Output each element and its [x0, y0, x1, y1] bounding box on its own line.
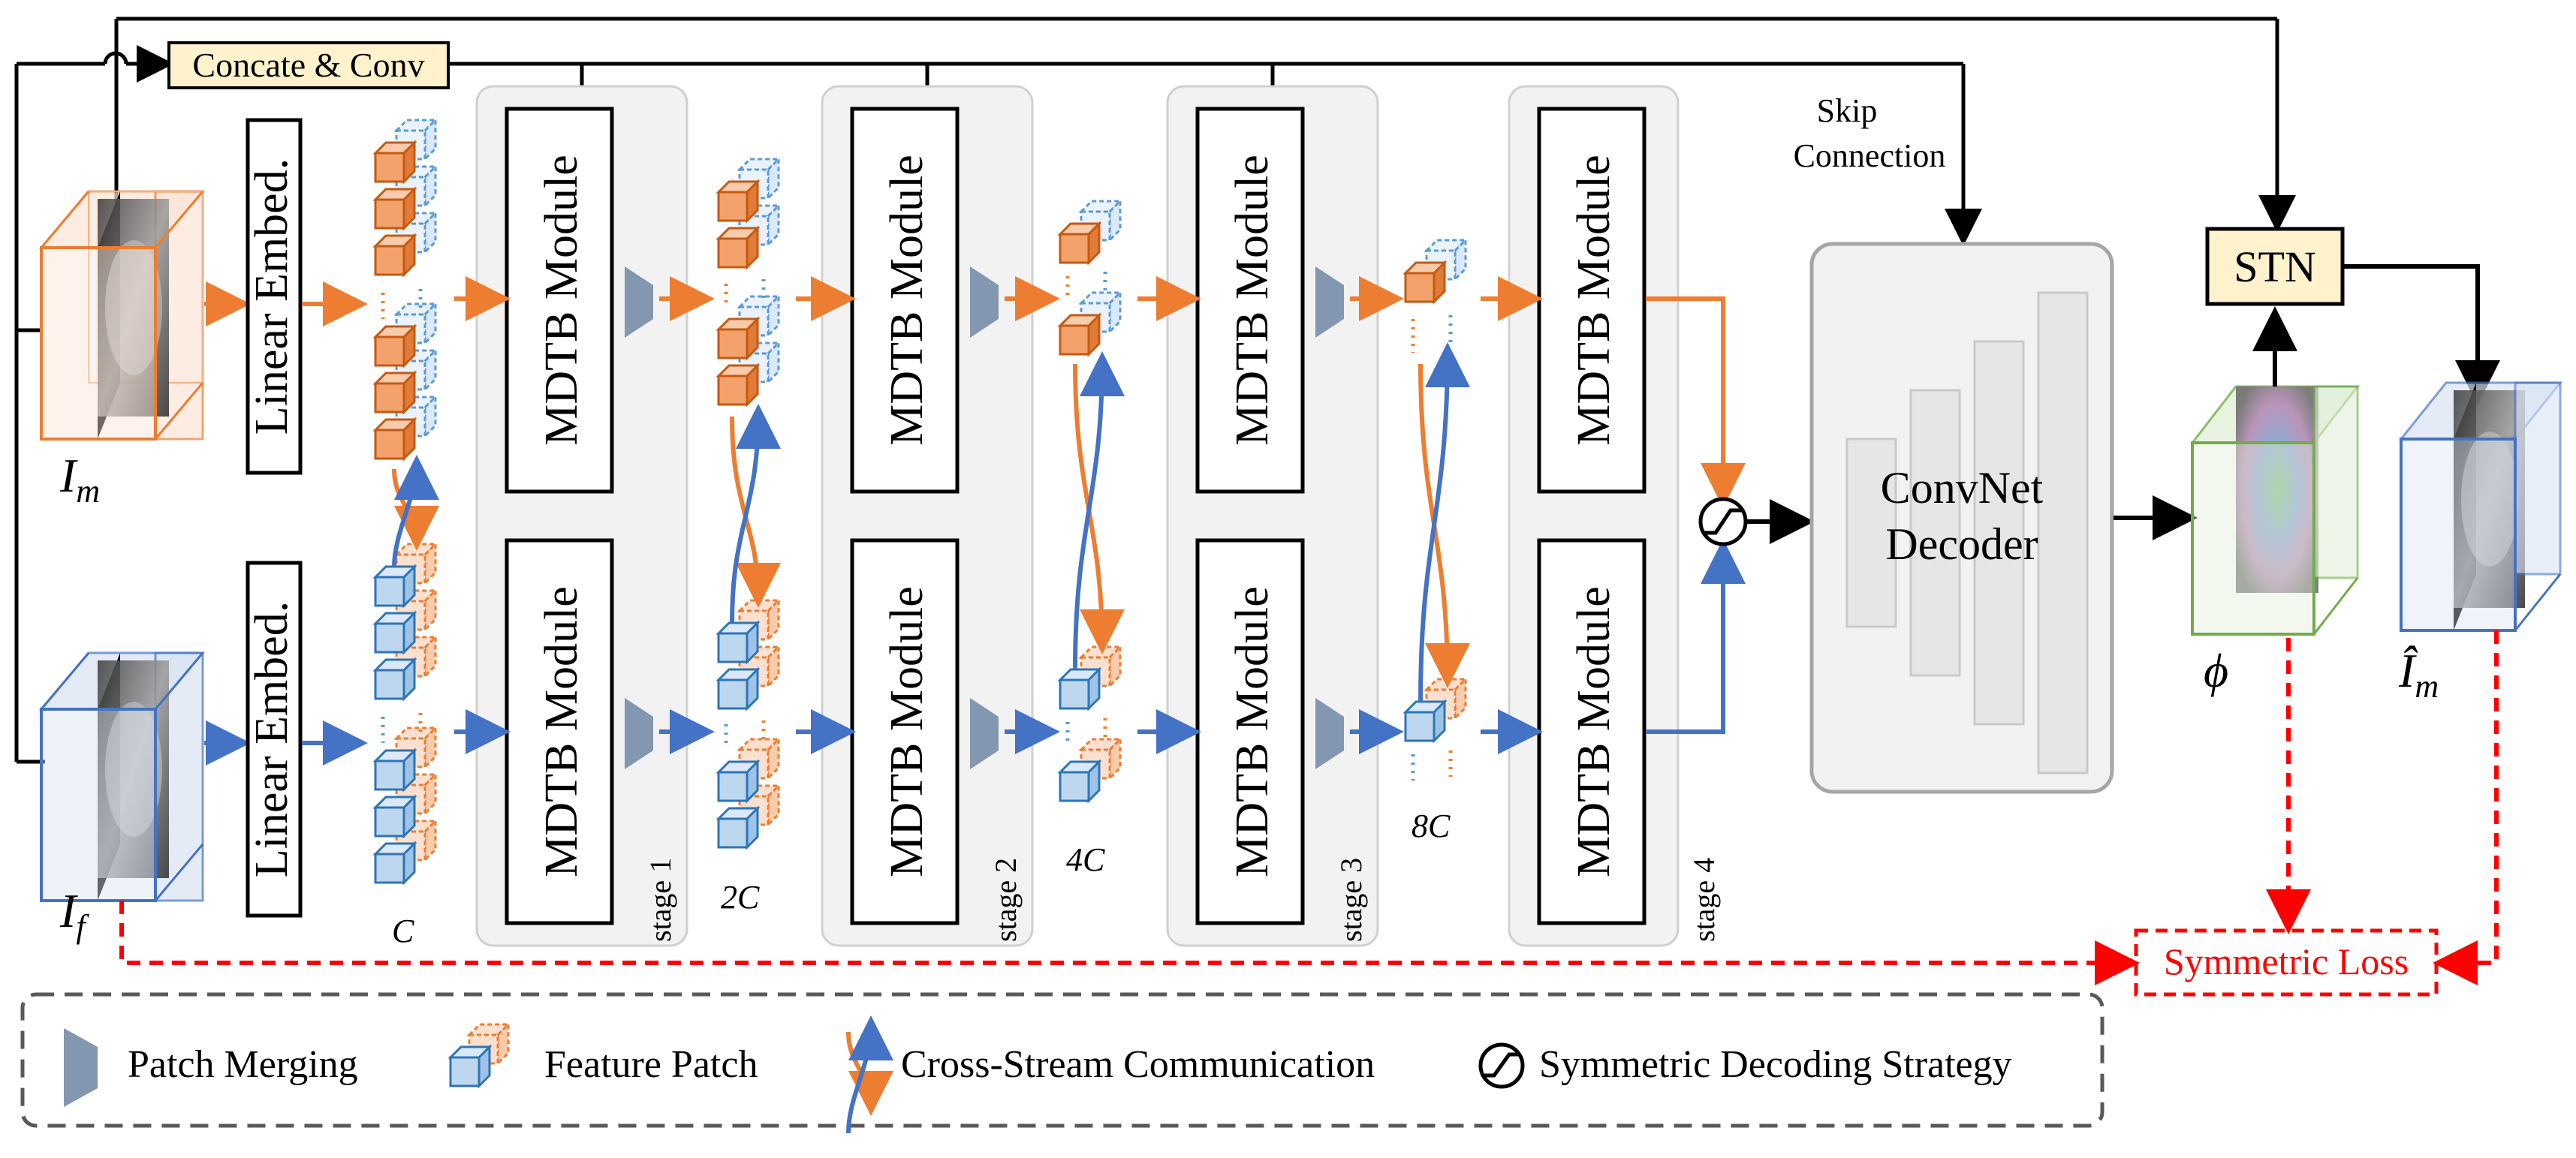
arrow-stn-to-warped — [2344, 264, 2500, 405]
svg-text:MDTB Module: MDTB Module — [536, 155, 587, 446]
concat-conv-block: Concate & Conv — [167, 41, 450, 89]
svg-text:MDTB Module: MDTB Module — [1568, 586, 1619, 877]
stn-block: STN — [2205, 227, 2345, 306]
cross-stream-8c — [1418, 342, 1470, 702]
concat-conv-label: Concate & Conv — [192, 46, 424, 84]
warped-image — [2398, 381, 2563, 632]
legend-patch-merging-label: Patch Merging — [128, 1043, 358, 1086]
symmetric-loss: Symmetric Loss — [2134, 928, 2439, 997]
decoder-label-line1: ConvNet — [1881, 463, 2044, 513]
channel-label-4c: 4C — [1066, 841, 1105, 878]
field-label: ϕ — [2204, 644, 2228, 697]
mdtb-s3-bottom — [1195, 538, 1305, 925]
feature-patches-8c — [1404, 239, 1467, 781]
stage-2-label: stage 2 — [989, 858, 1023, 942]
svg-text:MDTB Module: MDTB Module — [1568, 155, 1619, 446]
legend-patch-merging-icon — [64, 1028, 98, 1107]
linear-embed-moving-label: Linear Embed. — [246, 158, 297, 435]
channel-label-2c: 2C — [721, 879, 760, 916]
svg-text:MDTB Module: MDTB Module — [881, 155, 932, 446]
moving-image — [38, 190, 206, 441]
linear-embed-fixed-label: Linear Embed. — [246, 601, 297, 877]
convnet-decoder: ConvNet Decoder — [1809, 242, 2114, 794]
arrow-s4-out-bottom — [1646, 539, 1746, 734]
cross-stream-4c — [1073, 351, 1125, 670]
cross-stream-c — [392, 455, 439, 567]
loss-connections — [119, 630, 2499, 985]
cross-stream-2c — [730, 404, 781, 624]
stage-4-label: stage 4 — [1687, 858, 1721, 942]
mdtb-s2-top — [850, 107, 960, 494]
legend-symmetric-decoding-icon — [1478, 1042, 1525, 1089]
fixed-image — [38, 651, 206, 902]
feature-patches-c — [374, 119, 437, 884]
warped-image-label: Îm — [2398, 644, 2439, 705]
svg-text:MDTB Module: MDTB Module — [881, 586, 932, 877]
deformation-field — [2189, 385, 2361, 636]
mdtb-modules: MDTB Module MDTB Module MDTB Module MDTB… — [505, 107, 1647, 925]
patch-merging-markers — [625, 266, 1344, 769]
svg-text:MDTB Module: MDTB Module — [536, 586, 587, 877]
stage-3-label: stage 3 — [1334, 858, 1368, 942]
linear-embed-moving: Linear Embed. — [246, 118, 303, 475]
legend-feature-patch-label: Feature Patch — [544, 1043, 758, 1086]
stage-1-label: stage 1 — [643, 858, 677, 942]
stage-backgrounds — [475, 85, 1680, 947]
legend-cross-stream-label: Cross-Stream Communication — [901, 1043, 1375, 1086]
moving-image-label: Im — [59, 449, 100, 510]
decoder-label-line2: Decoder — [1885, 519, 2038, 569]
svg-text:MDTB Module: MDTB Module — [1227, 155, 1278, 446]
channel-label-c: C — [392, 913, 414, 949]
linear-embed-fixed: Linear Embed. — [246, 561, 303, 918]
arrow-s4-out-top — [1646, 296, 1746, 508]
legend-cross-stream-icon — [846, 1015, 893, 1134]
stn-label: STN — [2234, 242, 2316, 291]
skip-label-line2: Connection — [1794, 137, 1946, 174]
symmetric-decoding-node — [1698, 497, 1748, 546]
channel-label-8c: 8C — [1412, 808, 1451, 844]
skip-label-line1: Skip — [1817, 92, 1878, 129]
symmetric-loss-label: Symmetric Loss — [2164, 940, 2409, 982]
mdtb-s4-bottom — [1537, 538, 1647, 925]
legend: Patch Merging Feature Patch Cross-Stream… — [20, 992, 2104, 1134]
legend-symmetric-decoding-label: Symmetric Decoding Strategy — [1539, 1043, 2012, 1086]
svg-text:MDTB Module: MDTB Module — [1227, 586, 1278, 877]
mdtb-s3-top — [1195, 107, 1305, 494]
concat-branch — [14, 45, 1982, 764]
